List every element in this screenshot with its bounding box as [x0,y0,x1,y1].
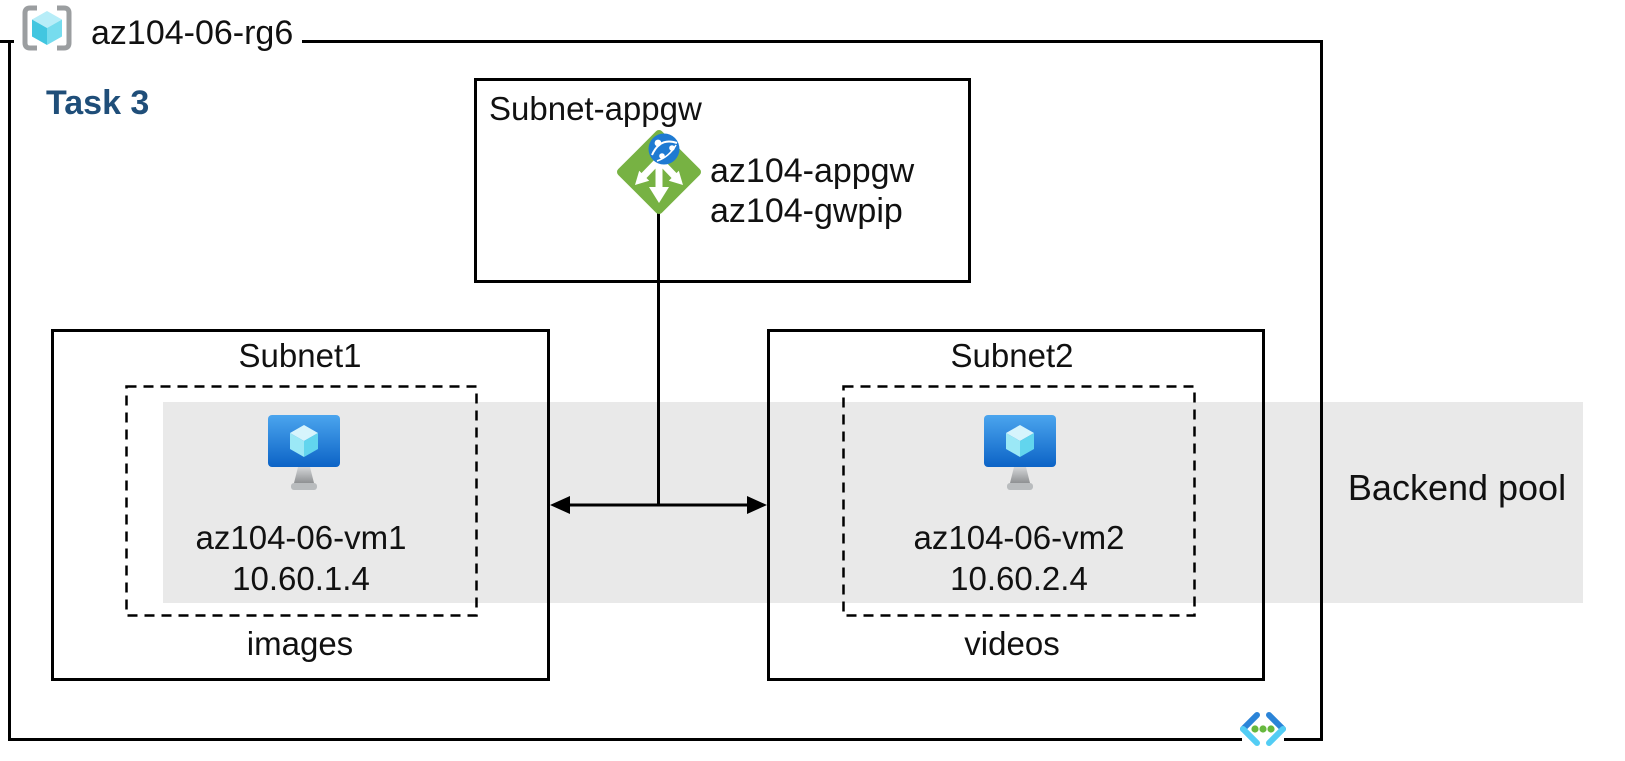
subnet2-title: Subnet2 [950,337,1074,374]
subnet-appgw-box [474,78,971,283]
subnet1-title: Subnet1 [238,337,362,374]
subnet1-caption: images [246,625,354,662]
application-gateway-labels: az104-appgw az104-gwpip [710,151,914,231]
appgw-pip-name: az104-gwpip [710,192,903,230]
subnet2-box [767,329,1265,681]
backend-pool-label: Backend pool [1347,467,1567,508]
vm1-labels: az104-06-vm1 10.60.1.4 [196,517,407,599]
task-heading: Task 3 [46,84,150,122]
vm2-name: az104-06-vm2 [913,519,1125,556]
resource-group-border-stub [0,40,16,43]
vm1-ip: 10.60.1.4 [232,560,370,597]
resource-group-label-gap [14,34,302,50]
virtual-network-icon [1236,708,1290,750]
virtual-machine-icon [981,412,1059,498]
subnet2-caption: videos [964,625,1060,662]
subnet-appgw-title: Subnet-appgw [489,90,702,127]
vm2-ip: 10.60.2.4 [950,560,1088,597]
vm2-labels: az104-06-vm2 10.60.2.4 [914,517,1125,599]
resource-group-name: az104-06-rg6 [91,14,294,52]
resource-group-icon [20,4,74,56]
appgw-name: az104-appgw [710,152,915,190]
backend-pool-band [163,402,1583,603]
virtual-machine-icon [265,412,343,498]
vm1-name: az104-06-vm1 [195,519,407,556]
application-gateway-icon [615,128,703,216]
resource-group-box [8,40,1323,741]
subnet1-box [51,329,550,681]
